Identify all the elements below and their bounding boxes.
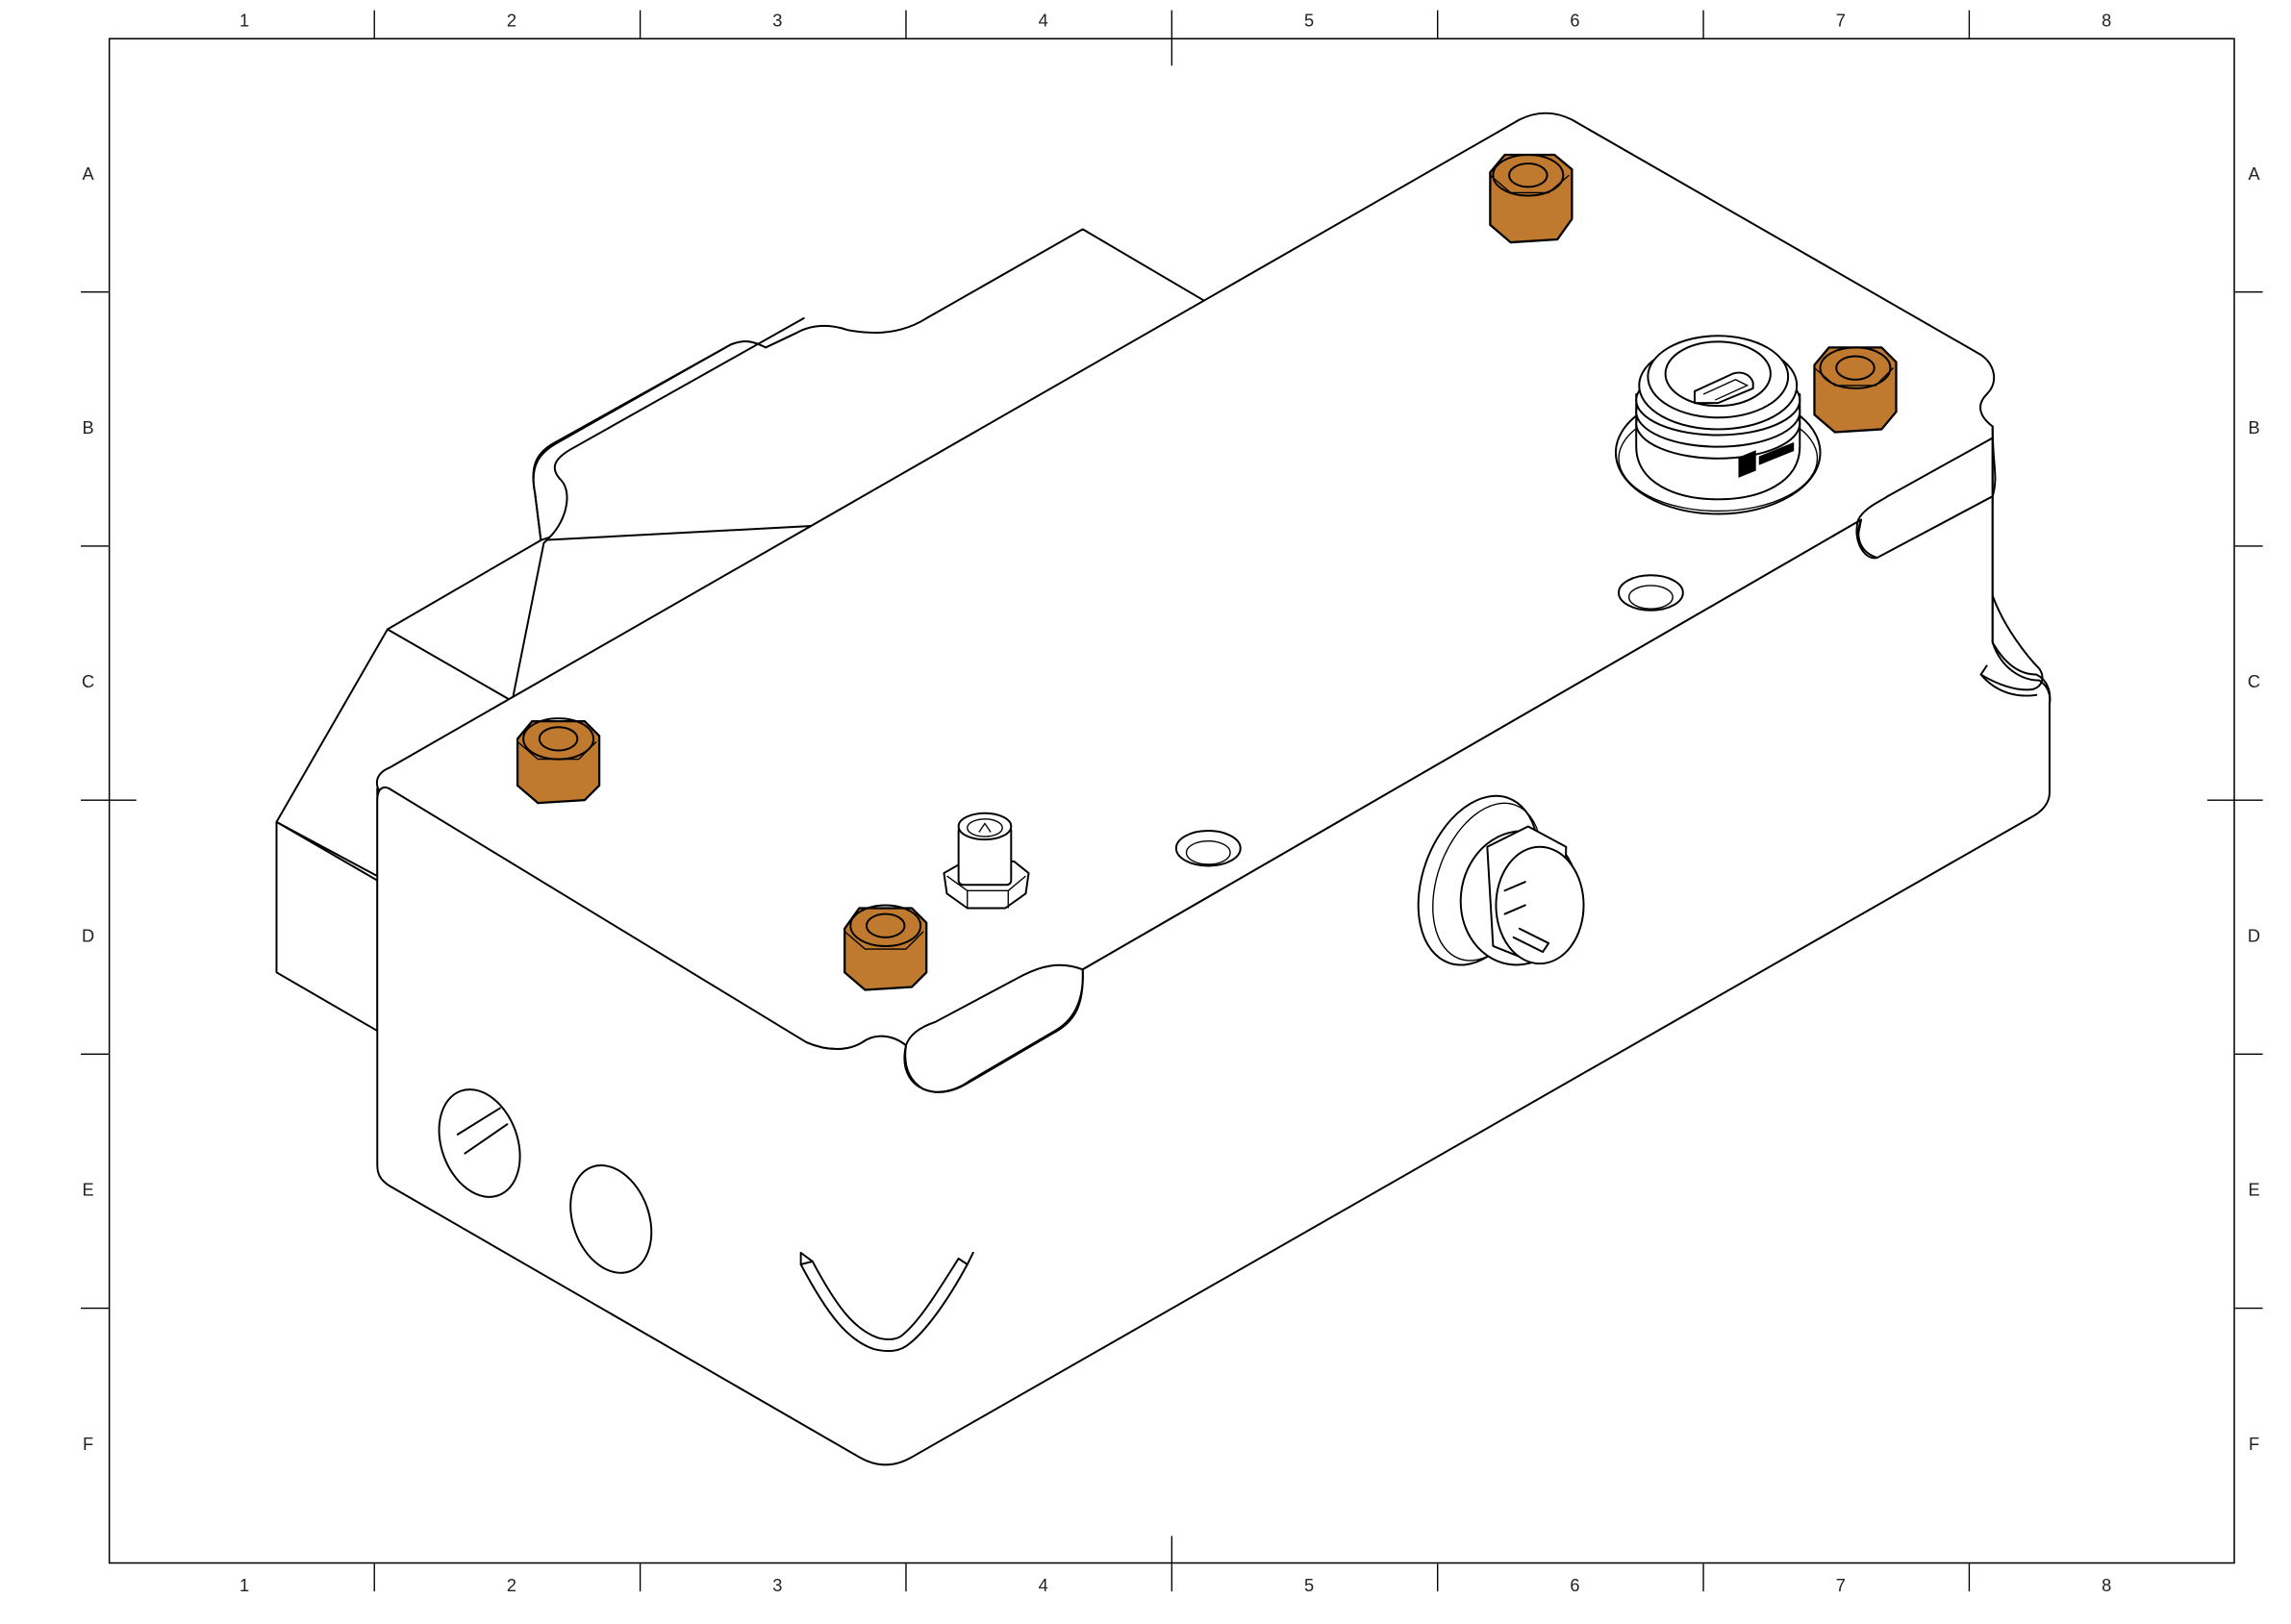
zone-row-e-right: E	[2248, 1181, 2259, 1200]
zone-col-6-top: 6	[1570, 11, 1579, 30]
zone-col-7-bottom: 7	[1836, 1576, 1846, 1595]
drawing-frame: 1 2 3 4 5 6 7 8 1 2 3 4 5 6 7 8 A B C D …	[81, 10, 2263, 1595]
hex-nut-front	[843, 904, 928, 991]
side-hole-slotted	[438, 1088, 521, 1198]
zone-col-3-top: 3	[772, 11, 782, 30]
zone-row-c-left: C	[82, 672, 94, 691]
zone-col-4-top: 4	[1039, 11, 1048, 30]
zone-col-4-bottom: 4	[1039, 1576, 1048, 1595]
hex-nut-top	[1489, 153, 1573, 244]
zone-row-d-right: D	[2248, 926, 2260, 945]
coax-fitting	[943, 812, 1030, 910]
v-groove	[799, 1251, 974, 1353]
zone-row-f-left: F	[83, 1435, 93, 1454]
logo-badge-icon	[1738, 441, 1795, 478]
housing	[275, 112, 2052, 1466]
zone-col-2-bottom: 2	[507, 1576, 516, 1595]
zone-col-8-top: 8	[2102, 11, 2111, 30]
hex-nut-left	[516, 717, 601, 805]
zone-row-f-right: F	[2249, 1435, 2259, 1454]
countersunk-hole-right	[1618, 574, 1684, 612]
hex-nut-right	[1813, 346, 1898, 434]
zone-col-8-bottom: 8	[2102, 1576, 2111, 1595]
side-hole-plain	[569, 1164, 653, 1274]
right-end-notch	[1855, 425, 1997, 560]
zone-row-d-left: D	[82, 926, 94, 945]
threaded-connector	[1614, 335, 1822, 515]
zone-row-b-right: B	[2248, 418, 2259, 437]
zone-row-c-right: C	[2248, 672, 2260, 691]
zone-col-3-bottom: 3	[772, 1576, 782, 1595]
zone-col-7-top: 7	[1836, 11, 1846, 30]
zone-row-b-left: B	[83, 418, 94, 437]
zone-row-e-left: E	[83, 1181, 94, 1200]
zone-row-a-right: A	[2248, 164, 2260, 184]
bayonet-connector	[1417, 794, 1585, 966]
countersunk-hole-left	[1174, 830, 1242, 867]
zone-row-a-left: A	[83, 164, 95, 184]
zone-col-5-bottom: 5	[1304, 1576, 1314, 1595]
zone-col-6-bottom: 6	[1570, 1576, 1579, 1595]
zone-col-1-bottom: 1	[239, 1576, 249, 1595]
zone-col-2-top: 2	[507, 11, 516, 30]
zone-col-1-top: 1	[239, 11, 249, 30]
zone-col-5-top: 5	[1304, 11, 1314, 30]
